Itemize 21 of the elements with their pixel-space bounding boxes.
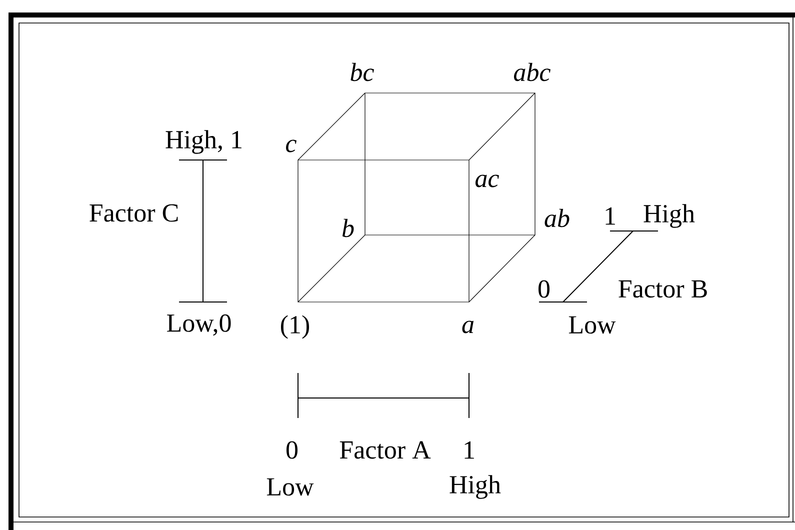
corner-label: ac	[476, 174, 499, 188]
axis-title: Factor C	[90, 204, 178, 222]
scale-label: High	[450, 475, 501, 499]
scale-label: 1	[606, 207, 615, 225]
scale-label: 0	[538, 280, 550, 298]
corner-label: c	[286, 140, 296, 152]
corner-label: bc	[350, 62, 374, 82]
corner-label: (1)	[281, 315, 310, 339]
scale-label: Low	[568, 316, 616, 334]
corner-label: a	[462, 320, 474, 334]
scale-label: 0	[286, 441, 298, 459]
corner-label: abc	[514, 62, 550, 82]
scale-label: Low	[266, 478, 314, 496]
corner-label: b	[342, 218, 354, 238]
axis-title: Factor B	[618, 280, 707, 298]
scale-label: 1	[464, 441, 474, 459]
scale-label: High	[644, 204, 695, 228]
corner-label: ab	[544, 208, 570, 228]
axis-title: Factor A	[340, 441, 431, 459]
scale-label: Low,0	[167, 314, 231, 336]
scale-label: High, 1	[166, 130, 242, 154]
